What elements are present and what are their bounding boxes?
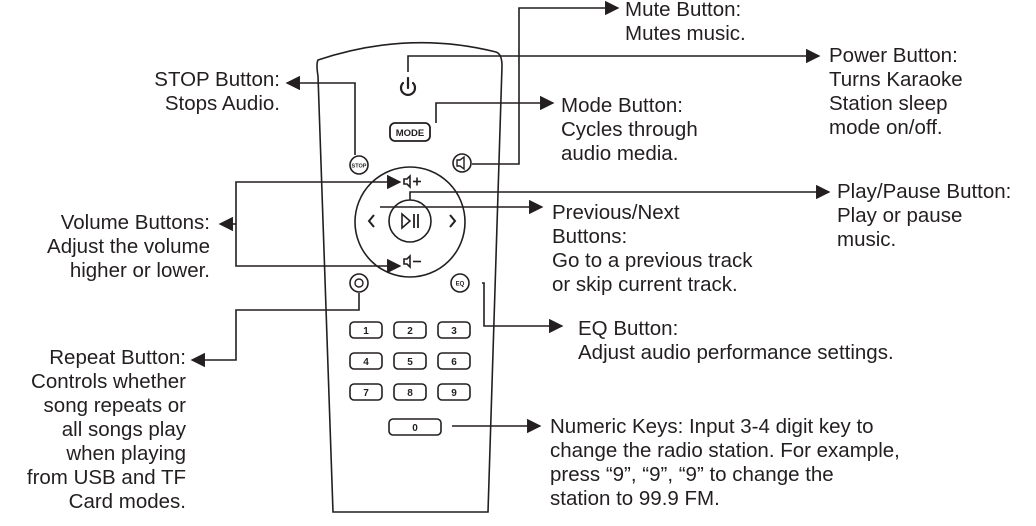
volume-down-button[interactable] xyxy=(403,254,421,269)
mode-button[interactable]: MODE xyxy=(389,122,431,142)
numeric-key-5[interactable]: 5 xyxy=(393,352,427,370)
numeric-desc-4: station to 99.9 FM. xyxy=(550,487,720,510)
prev-next-title-1: Previous/Next xyxy=(552,201,680,224)
stop-button[interactable]: STOP xyxy=(349,155,369,175)
stop-leader xyxy=(285,75,356,155)
repeat-icon xyxy=(354,278,364,288)
mode-callout: Mode Button: Cycles through audio media. xyxy=(561,94,698,166)
volume-desc-2: higher or lower. xyxy=(69,259,210,282)
svg-text:0: 0 xyxy=(412,423,418,434)
repeat-desc-3: all songs play xyxy=(61,418,186,441)
mode-desc-1: Cycles through xyxy=(561,118,698,141)
numeric-key-2[interactable]: 2 xyxy=(393,321,427,339)
stop-title: STOP Button: xyxy=(154,68,280,91)
mute-button[interactable] xyxy=(452,153,472,173)
svg-text:7: 7 xyxy=(363,388,369,399)
play-pause-callout: Play/Pause Button: Play or pause music. xyxy=(837,180,1011,252)
numeric-key-0[interactable]: 0 xyxy=(388,418,442,436)
mute-icon xyxy=(456,155,465,171)
svg-text:2: 2 xyxy=(407,326,413,337)
numeric-key-9[interactable]: 9 xyxy=(437,383,471,401)
volume-title: Volume Buttons: xyxy=(60,211,210,234)
svg-text:1: 1 xyxy=(363,326,369,337)
repeat-desc-1: Controls whether xyxy=(31,370,186,393)
play-pause-title: Play/Pause Button: xyxy=(837,180,1012,203)
eq-title: EQ Button: xyxy=(578,317,679,340)
numeric-keypad: 1 2 3 4 5 6 7 8 9 0 xyxy=(349,321,471,436)
svg-text:6: 6 xyxy=(451,357,457,368)
svg-text:8: 8 xyxy=(407,388,413,399)
power-leader xyxy=(407,48,821,72)
numeric-desc-2: change the radio station. For example, xyxy=(550,439,900,462)
next-button[interactable] xyxy=(449,214,457,228)
play-pause-icon xyxy=(401,212,412,230)
prev-next-desc-1: Go to a previous track xyxy=(552,249,753,272)
svg-text:9: 9 xyxy=(451,388,457,399)
mute-title: Mute Button: xyxy=(625,0,742,21)
numeric-desc-3: press “9”, “9”, “9” to change the xyxy=(550,463,834,486)
power-desc-2: Station sleep xyxy=(829,92,948,115)
eq-desc: Adjust audio performance settings. xyxy=(578,341,894,364)
stop-desc: Stops Audio. xyxy=(164,92,280,115)
stop-callout: STOP Button: Stops Audio. xyxy=(120,68,280,116)
power-title: Power Button: xyxy=(829,44,958,67)
power-desc-3: mode on/off. xyxy=(829,116,943,139)
volume-up-button[interactable] xyxy=(403,174,421,189)
mode-desc-2: audio media. xyxy=(561,142,679,165)
numeric-key-1[interactable]: 1 xyxy=(349,321,383,339)
numeric-key-6[interactable]: 6 xyxy=(437,352,471,370)
numeric-key-7[interactable]: 7 xyxy=(349,383,383,401)
numeric-key-4[interactable]: 4 xyxy=(349,352,383,370)
play-pause-desc-1: Play or pause xyxy=(837,204,963,227)
repeat-desc-4: when playing xyxy=(66,442,186,465)
mute-leader xyxy=(472,0,620,165)
volume-callout: Volume Buttons: Adjust the volume higher… xyxy=(6,211,210,283)
numeric-desc-1: Numeric Keys: Input 3-4 digit key to xyxy=(550,415,874,438)
repeat-desc-6: Card modes. xyxy=(68,490,186,513)
power-callout: Power Button: Turns Karaoke Station slee… xyxy=(829,44,963,140)
previous-button[interactable] xyxy=(367,214,375,228)
play-pause-leader xyxy=(409,184,831,200)
mode-button-label: MODE xyxy=(396,128,425,139)
repeat-desc-5: from USB and TF xyxy=(26,466,186,489)
prev-next-desc-2: or skip current track. xyxy=(552,273,738,296)
prev-next-callout: Previous/Next Buttons: Go to a previous … xyxy=(552,201,753,297)
volume-desc-1: Adjust the volume xyxy=(47,235,210,258)
svg-text:4: 4 xyxy=(363,357,369,368)
mode-title: Mode Button: xyxy=(561,94,683,117)
numeric-callout: Numeric Keys: Input 3-4 digit key to cha… xyxy=(550,415,900,511)
power-desc-1: Turns Karaoke xyxy=(829,68,963,91)
mute-desc: Mutes music. xyxy=(625,22,746,45)
play-pause-button[interactable] xyxy=(388,199,432,243)
svg-text:5: 5 xyxy=(407,357,413,368)
svg-text:3: 3 xyxy=(451,326,457,337)
eq-callout: EQ Button: Adjust audio performance sett… xyxy=(578,317,894,365)
power-icon xyxy=(399,76,417,96)
stop-button-label: STOP xyxy=(352,164,367,170)
eq-button[interactable]: EQ xyxy=(450,273,470,293)
repeat-button[interactable] xyxy=(349,273,369,293)
leader-lines xyxy=(190,0,831,434)
repeat-leader xyxy=(190,293,360,368)
play-pause-desc-2: music. xyxy=(837,228,897,251)
numeric-key-8[interactable]: 8 xyxy=(393,383,427,401)
eq-button-label: EQ xyxy=(456,282,465,288)
prev-next-title-2: Buttons: xyxy=(552,225,628,248)
numeric-key-3[interactable]: 3 xyxy=(437,321,471,339)
mode-leader xyxy=(435,95,555,123)
repeat-title: Repeat Button: xyxy=(49,346,186,369)
repeat-callout: Repeat Button: Controls whether song rep… xyxy=(0,346,186,514)
repeat-desc-2: song repeats or xyxy=(43,394,186,417)
mute-callout: Mute Button: Mutes music. xyxy=(625,0,746,46)
eq-leader xyxy=(482,282,564,334)
